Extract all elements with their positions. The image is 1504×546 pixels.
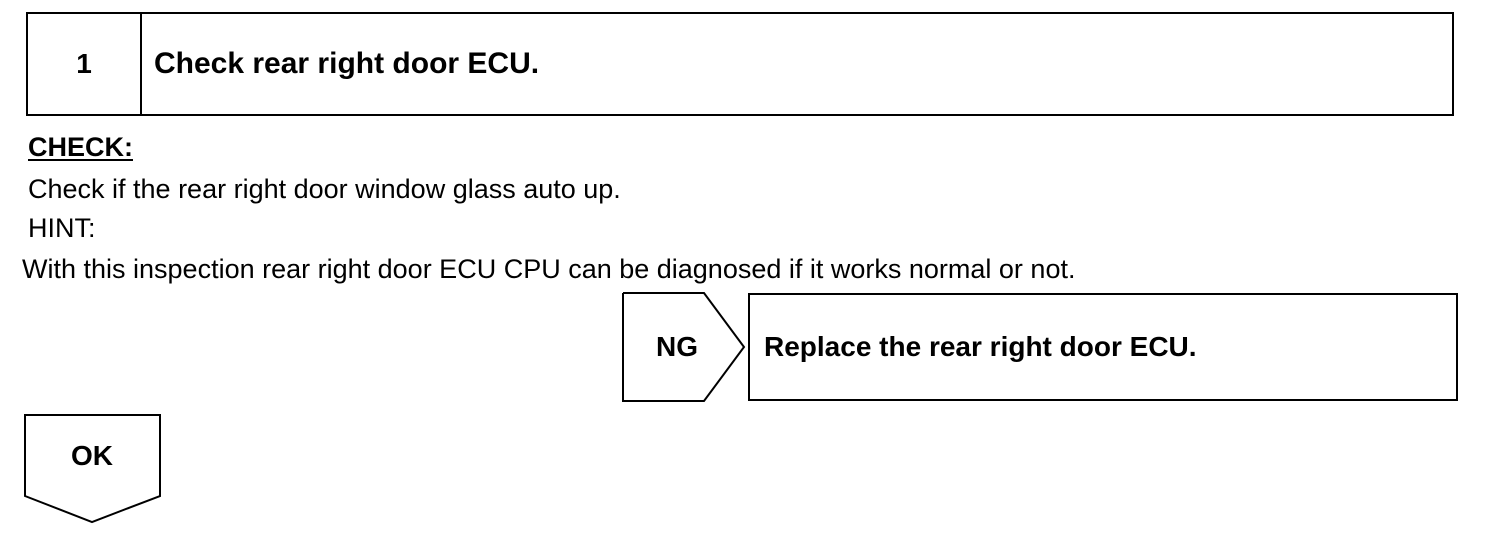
step-title: Check rear right door ECU. xyxy=(154,47,540,80)
check-instruction: Check if the rear right door window glas… xyxy=(28,174,621,204)
step-number: 1 xyxy=(28,14,142,114)
ng-label: NG xyxy=(656,331,698,362)
ok-arrow-shape xyxy=(24,414,161,524)
hint-text: With this inspection rear right door ECU… xyxy=(22,254,1076,284)
check-label: CHECK: xyxy=(28,132,133,162)
step-header: 1 Check rear right door ECU. xyxy=(26,12,1454,116)
ng-result-box: Replace the rear right door ECU. xyxy=(748,293,1458,401)
ok-label: OK xyxy=(71,440,113,471)
hint-label: HINT: xyxy=(28,213,96,243)
ng-arrow-shape xyxy=(622,292,746,402)
